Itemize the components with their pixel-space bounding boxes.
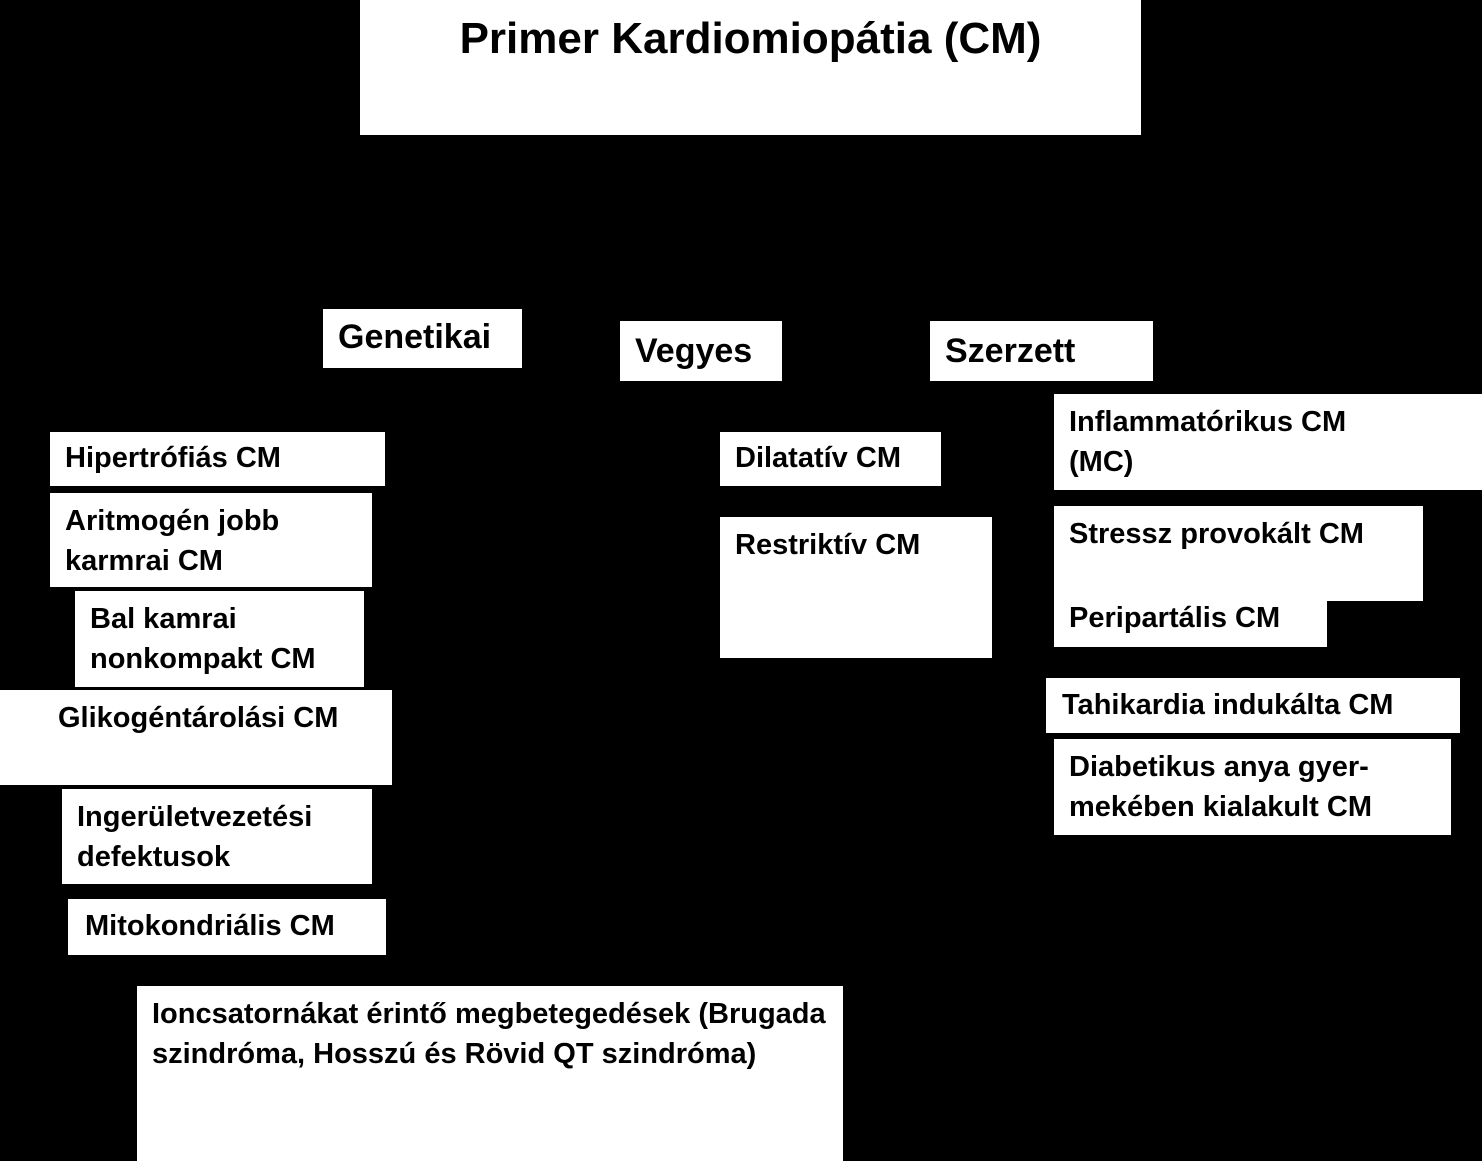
genetic-item-label: Mitokondriális CM	[85, 910, 335, 942]
mixed-item-restrictive: Restriktív CM	[720, 517, 992, 658]
genetic-item-noncompaction: Bal kamrai nonkompakt CM	[75, 591, 364, 687]
mixed-item-label: Dilatatív CM	[735, 442, 901, 474]
genetic-item-hypertrophic: Hipertrófiás CM	[50, 432, 385, 486]
acquired-item-inflammatory: Inflammatórikus CM (MC)	[1054, 394, 1482, 490]
category-genetic-label: Genetikai	[338, 318, 492, 356]
category-genetic: Genetikai	[323, 309, 522, 368]
acquired-item-label: Stressz provokált CM	[1069, 518, 1364, 550]
acquired-item-stress: Stressz provokált CM	[1054, 506, 1423, 601]
acquired-item-label: Inflammatórikus CM (MC)	[1069, 406, 1347, 478]
genetic-item-label: Aritmogén jobb karmrai CM	[65, 505, 280, 577]
acquired-item-label: Tahikardia indukálta CM	[1062, 689, 1394, 721]
genetic-item-label: Glikogéntárolási CM	[58, 702, 339, 734]
genetic-item-conduction: Ingerületvezetési defektusok	[62, 789, 372, 884]
genetic-item-label: Ingerületvezetési defektusok	[77, 801, 313, 873]
genetic-item-arrhythmogenic: Aritmogén jobb karmrai CM	[50, 493, 372, 587]
acquired-item-label: Diabetikus anya gyer-mekében kialakult C…	[1069, 751, 1372, 823]
genetic-item-mitochondrial: Mitokondriális CM	[68, 899, 386, 955]
genetic-item-label: Bal kamrai nonkompakt CM	[90, 603, 316, 675]
mixed-item-label: Restriktív CM	[735, 529, 921, 561]
category-acquired-label: Szerzett	[945, 332, 1076, 370]
title-box: Primer Kardiomiopátia (CM)	[360, 0, 1141, 135]
genetic-item-label: Hipertrófiás CM	[65, 442, 281, 474]
acquired-item-diabetic-mother: Diabetikus anya gyer-mekében kialakult C…	[1054, 739, 1451, 835]
diagram-title: Primer Kardiomiopátia (CM)	[459, 14, 1042, 63]
mixed-item-dilated: Dilatatív CM	[720, 432, 941, 486]
genetic-item-ion-channel: Ioncsatornákat érintő megbetegedések (Br…	[137, 986, 843, 1161]
genetic-item-glycogen: Glikogéntárolási CM	[0, 690, 392, 785]
category-acquired: Szerzett	[930, 321, 1153, 381]
acquired-item-label: Peripartális CM	[1069, 602, 1281, 634]
category-mixed: Vegyes	[620, 321, 782, 381]
acquired-item-peripartum: Peripartális CM	[1054, 592, 1327, 647]
category-mixed-label: Vegyes	[635, 332, 753, 370]
acquired-item-tachycardia: Tahikardia indukálta CM	[1046, 678, 1460, 733]
genetic-item-label: Ioncsatornákat érintő megbetegedések (Br…	[152, 998, 826, 1070]
